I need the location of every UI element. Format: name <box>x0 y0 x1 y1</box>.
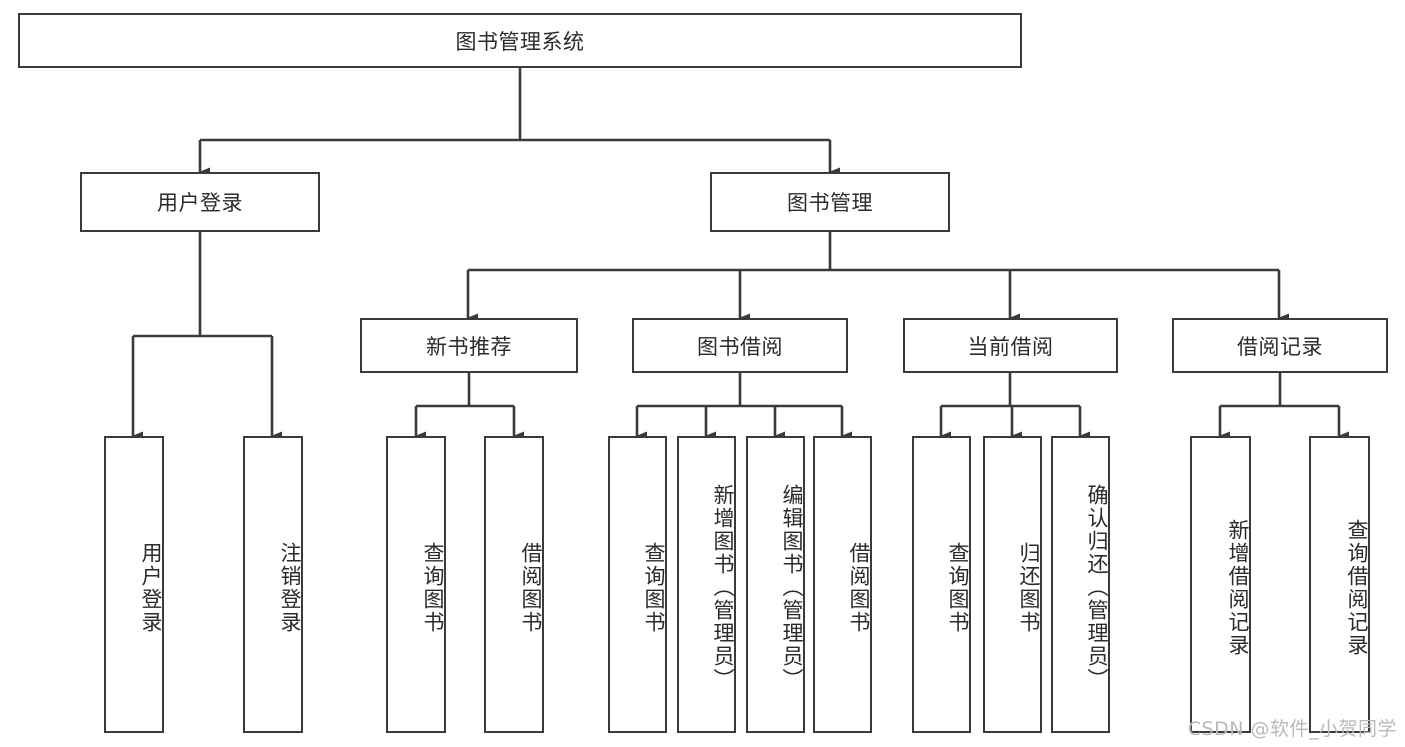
node-new-book-recommend-label: 新书推荐 <box>426 334 512 359</box>
node-leaf-borrow-book-2-label: 借阅图书 <box>847 541 871 634</box>
node-leaf-return-book[interactable]: 归还图书 <box>983 436 1042 733</box>
node-leaf-edit-book-label: 编辑图书（管理员） <box>780 484 804 691</box>
node-current-borrow-label: 当前借阅 <box>967 334 1054 359</box>
node-book-borrow[interactable]: 图书借阅 <box>632 318 848 373</box>
node-leaf-query-book-2-label: 查询图书 <box>642 541 666 634</box>
node-new-book-recommend[interactable]: 新书推荐 <box>360 318 578 373</box>
node-leaf-query-book-3-label: 查询图书 <box>946 541 970 634</box>
node-borrow-record-label: 借阅记录 <box>1237 334 1323 359</box>
node-leaf-borrow-book-2[interactable]: 借阅图书 <box>813 436 872 733</box>
node-leaf-add-record-label: 新增借阅记录 <box>1226 518 1250 657</box>
node-leaf-query-record-label: 查询借阅记录 <box>1345 518 1369 657</box>
node-current-borrow[interactable]: 当前借阅 <box>903 318 1118 373</box>
node-leaf-user-login[interactable]: 用户登录 <box>104 436 164 733</box>
node-leaf-add-book-label: 新增图书（管理员） <box>711 484 735 691</box>
connector-lines <box>131 68 1349 441</box>
node-leaf-return-book-label: 归还图书 <box>1017 541 1041 634</box>
node-book-manage-label: 图书管理 <box>787 191 873 215</box>
node-book-manage[interactable]: 图书管理 <box>710 172 950 232</box>
node-leaf-user-login-label: 用户登录 <box>139 541 163 634</box>
node-borrow-record[interactable]: 借阅记录 <box>1172 318 1388 373</box>
node-leaf-confirm-return-label: 确认归还（管理员） <box>1085 484 1109 691</box>
node-leaf-confirm-return[interactable]: 确认归还（管理员） <box>1051 436 1110 733</box>
node-leaf-query-record[interactable]: 查询借阅记录 <box>1309 436 1370 733</box>
node-book-borrow-label: 图书借阅 <box>697 334 783 359</box>
node-root-label: 图书管理系统 <box>455 29 585 54</box>
node-leaf-edit-book[interactable]: 编辑图书（管理员） <box>746 436 805 733</box>
node-leaf-query-book-1[interactable]: 查询图书 <box>386 436 446 733</box>
node-leaf-query-book-1-label: 查询图书 <box>421 541 445 634</box>
node-leaf-user-logout-label: 注销登录 <box>278 541 302 634</box>
node-leaf-query-book-2[interactable]: 查询图书 <box>608 436 667 733</box>
node-user-login-label: 用户登录 <box>157 191 243 215</box>
node-leaf-add-book[interactable]: 新增图书（管理员） <box>677 436 736 733</box>
node-leaf-add-record[interactable]: 新增借阅记录 <box>1190 436 1251 733</box>
node-user-login[interactable]: 用户登录 <box>80 172 320 232</box>
node-leaf-borrow-book-1[interactable]: 借阅图书 <box>484 436 544 733</box>
node-root[interactable]: 图书管理系统 <box>18 13 1022 68</box>
node-leaf-query-book-3[interactable]: 查询图书 <box>912 436 971 733</box>
node-leaf-user-logout[interactable]: 注销登录 <box>243 436 303 733</box>
node-leaf-borrow-book-1-label: 借阅图书 <box>519 541 543 634</box>
